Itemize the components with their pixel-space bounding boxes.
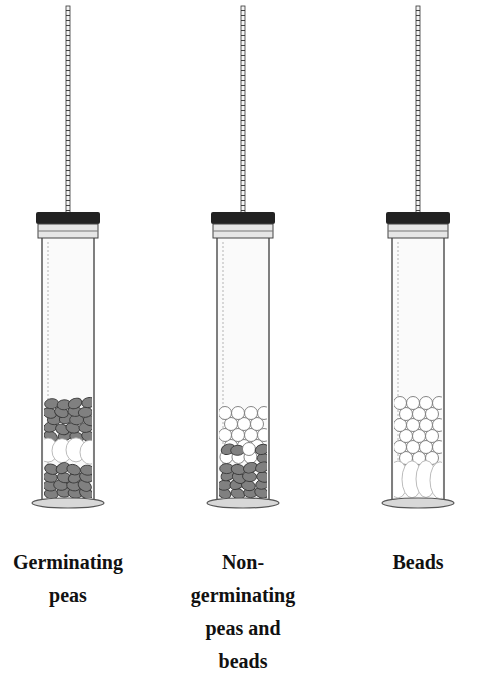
graduated-pipette	[416, 6, 420, 216]
respirometer-tube	[382, 6, 454, 508]
stopper	[211, 212, 275, 224]
vial-contents	[44, 396, 92, 498]
stopper-ring	[388, 224, 448, 238]
graduated-pipette	[66, 6, 70, 216]
vial-contents	[219, 407, 267, 499]
vial-base	[207, 498, 279, 508]
graduated-pipette	[241, 6, 245, 216]
stopper	[386, 212, 450, 224]
stopper	[36, 212, 100, 224]
tube-label: Non-germinating peas and beads	[181, 546, 305, 678]
tube-label: Germinating peas	[6, 546, 130, 612]
vial	[392, 236, 444, 500]
vial-base	[382, 498, 454, 508]
respirometer-tube	[32, 6, 104, 508]
vial-contents	[394, 397, 442, 499]
tube-label: Beads	[356, 546, 480, 579]
stopper-ring	[213, 224, 273, 238]
respirometer-tube	[207, 6, 279, 508]
stopper-ring	[38, 224, 98, 238]
vial-base	[32, 498, 104, 508]
